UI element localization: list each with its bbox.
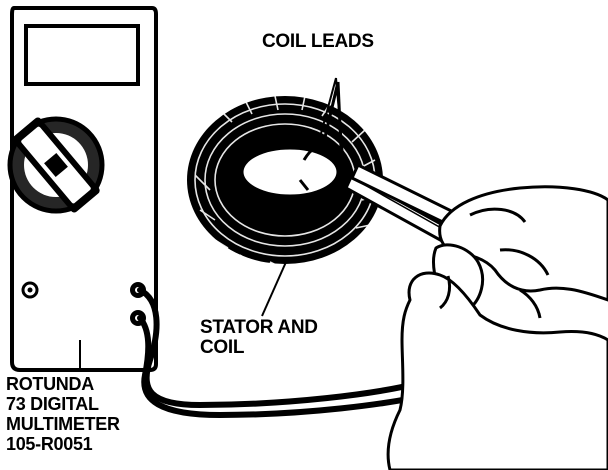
multimeter-label: ROTUNDA 73 DIGITAL MULTIMETER 105-R0051: [6, 374, 120, 454]
multimeter-label-line-1: ROTUNDA: [6, 374, 94, 394]
multimeter-label-line-4: 105-R0051: [6, 434, 93, 454]
coil-leads-pointer-right: [335, 77, 345, 169]
multimeter-label-line-2: 73 DIGITAL: [6, 394, 99, 414]
stator-label-line-2: COIL: [200, 337, 245, 358]
coil-leads-label: COIL LEADS: [262, 31, 374, 52]
stator-label-line-1: STATOR AND: [200, 317, 318, 338]
stator-coil: [187, 95, 383, 267]
digital-multimeter: [7, 6, 158, 372]
multimeter-display: [24, 24, 140, 86]
coil-leads-pointer-left: [315, 77, 337, 153]
stator-label-pointer: [261, 261, 287, 317]
selector-knob: [12, 117, 100, 213]
stator-and-coil-label: STATOR AND COIL: [200, 318, 318, 358]
screw-icon: [21, 281, 39, 299]
stator-center-hole: [242, 148, 338, 196]
hand-lower: [386, 243, 608, 470]
multimeter-label-line-3: MULTIMETER: [6, 414, 120, 434]
